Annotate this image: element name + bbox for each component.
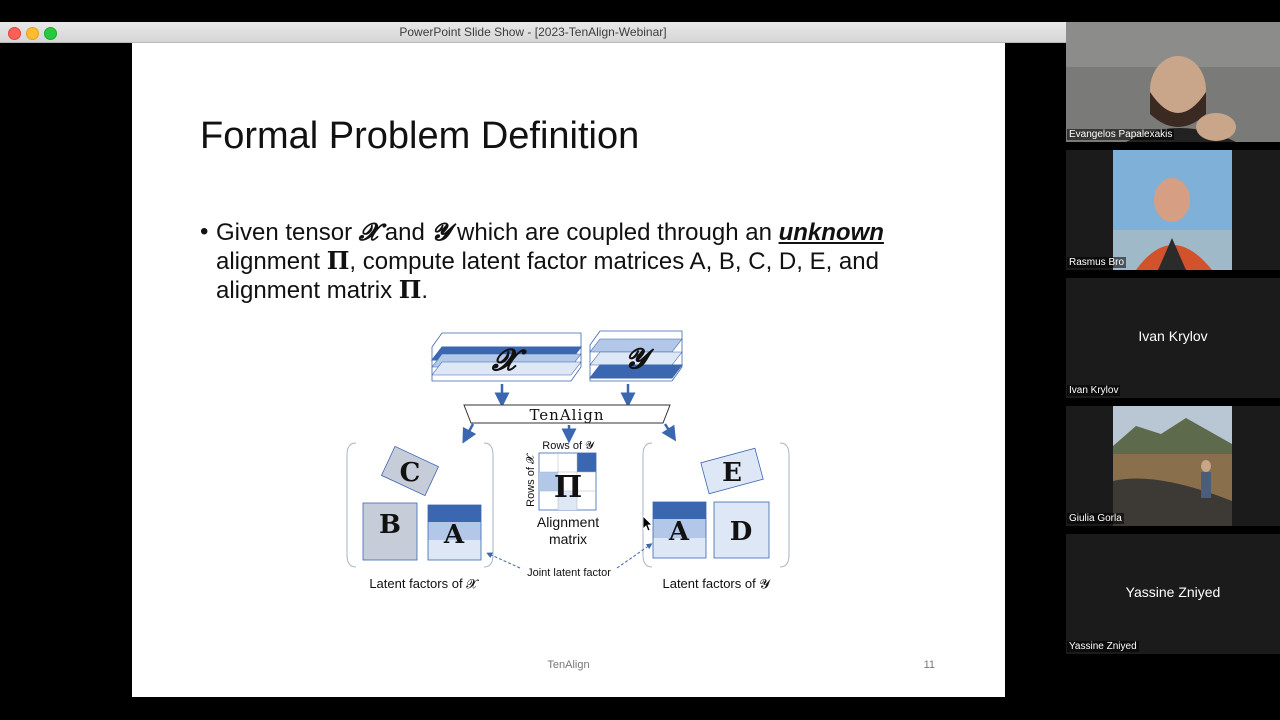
participant-tile-1[interactable]: Evangelos Papalexakis bbox=[1066, 22, 1280, 142]
tensor-x-block: 𝓧 bbox=[430, 332, 583, 382]
participant-video-4 bbox=[1066, 406, 1280, 526]
arrow-to-factors-x bbox=[462, 423, 477, 444]
alignment-matrix-label-1: Alignment bbox=[537, 514, 599, 530]
slide-bullet: • Given tensor 𝓧 and 𝓨 which are coupled… bbox=[200, 218, 960, 305]
factor-a-left-label: A bbox=[443, 520, 465, 550]
right-group-bracket-l bbox=[642, 442, 653, 568]
tensor-x-symbol: 𝓧 bbox=[358, 217, 379, 246]
latent-factors-y-label: Latent factors of 𝓨 bbox=[662, 576, 771, 591]
bullet-text: alignment bbox=[216, 248, 327, 275]
slide-page-number: 11 bbox=[923, 659, 935, 671]
participant-name: Ivan Krylov bbox=[1067, 385, 1121, 396]
factor-a-right-label: A bbox=[668, 517, 690, 547]
participant-tile-3[interactable]: Ivan Krylov Ivan Krylov bbox=[1066, 278, 1280, 398]
close-window-button[interactable] bbox=[8, 27, 21, 40]
pi-symbol: Π bbox=[326, 246, 350, 275]
factor-c-block: C bbox=[380, 445, 440, 497]
arrow-to-factors-y bbox=[661, 423, 677, 442]
minimize-window-button[interactable] bbox=[26, 27, 39, 40]
bullet-text: . bbox=[421, 277, 429, 304]
tensor-y-symbol: 𝓨 bbox=[431, 217, 451, 246]
participant-name: Yassine Zniyed bbox=[1067, 641, 1139, 652]
right-group-bracket-r bbox=[779, 442, 790, 568]
left-group-bracket-l bbox=[346, 442, 357, 568]
window-title: PowerPoint Slide Show - [2023-TenAlign-W… bbox=[399, 25, 667, 39]
emphasis-unknown: unknown bbox=[778, 219, 884, 246]
slide: Formal Problem Definition • Given tensor… bbox=[132, 43, 1005, 697]
slide-title: Formal Problem Definition bbox=[200, 115, 640, 157]
arrow-joint-to-a-right bbox=[616, 543, 653, 569]
latent-factors-x-label: Latent factors of 𝓧 bbox=[369, 576, 479, 591]
bullet-text: and bbox=[378, 219, 432, 246]
participant-name: Rasmus Bro bbox=[1067, 257, 1127, 268]
slide-footer: TenAlign bbox=[547, 659, 590, 671]
participant-video-1 bbox=[1066, 22, 1280, 142]
participant-display-name: Ivan Krylov bbox=[1138, 328, 1208, 344]
tenalign-box bbox=[463, 404, 671, 424]
left-group-bracket-r bbox=[483, 442, 494, 568]
factor-a-right-block: A bbox=[652, 501, 707, 559]
participant-name: Evangelos Papalexakis bbox=[1067, 129, 1175, 140]
factor-d-label: D bbox=[730, 517, 753, 547]
rows-of-y-label: Rows of 𝓨 bbox=[542, 440, 595, 452]
participant-display-name: Yassine Zniyed bbox=[1125, 584, 1221, 600]
participant-tile-4[interactable]: Giulia Gorla bbox=[1066, 406, 1280, 526]
pi-symbol: Π bbox=[398, 275, 422, 304]
factor-c-label: C bbox=[400, 458, 421, 488]
participant-tile-2[interactable]: Rasmus Bro bbox=[1066, 150, 1280, 270]
mouse-cursor-icon bbox=[643, 516, 653, 532]
alignment-matrix-label-2: matrix bbox=[549, 531, 587, 547]
tenalign-label: TenAlign bbox=[529, 406, 604, 424]
factor-e-label: E bbox=[722, 458, 742, 488]
factor-b-label: B bbox=[379, 510, 401, 540]
tensor-y-block: 𝓨 bbox=[588, 330, 684, 382]
bullet-text: , compute latent factor matrices A, B, C… bbox=[216, 248, 879, 304]
joint-latent-factor-label: Joint latent factor bbox=[527, 567, 611, 579]
tenalign-diagram: 𝓧 𝓨 TenAlign C B bbox=[346, 330, 790, 591]
window-titlebar: PowerPoint Slide Show - [2023-TenAlign-W… bbox=[0, 22, 1066, 43]
factor-d-block bbox=[713, 501, 770, 559]
factor-e-block: E bbox=[700, 447, 764, 495]
participant-video-2 bbox=[1066, 150, 1280, 270]
rows-of-x-label: Rows of 𝓧 bbox=[525, 453, 537, 507]
pi-label: Π bbox=[554, 470, 582, 505]
factor-b-block bbox=[362, 502, 418, 561]
bullet-text: Given tensor bbox=[216, 219, 359, 246]
factor-a-left-block: A bbox=[427, 504, 482, 561]
participant-name: Giulia Gorla bbox=[1067, 513, 1124, 524]
arrow-joint-to-a-left bbox=[486, 552, 521, 569]
bullet-text: which are coupled through an bbox=[450, 219, 779, 246]
zoom-window-button[interactable] bbox=[44, 27, 57, 40]
bullet-dot: • bbox=[200, 218, 209, 245]
participant-tile-5[interactable]: Yassine Zniyed Yassine Zniyed bbox=[1066, 534, 1280, 654]
alignment-matrix-grid: Π bbox=[538, 452, 597, 511]
